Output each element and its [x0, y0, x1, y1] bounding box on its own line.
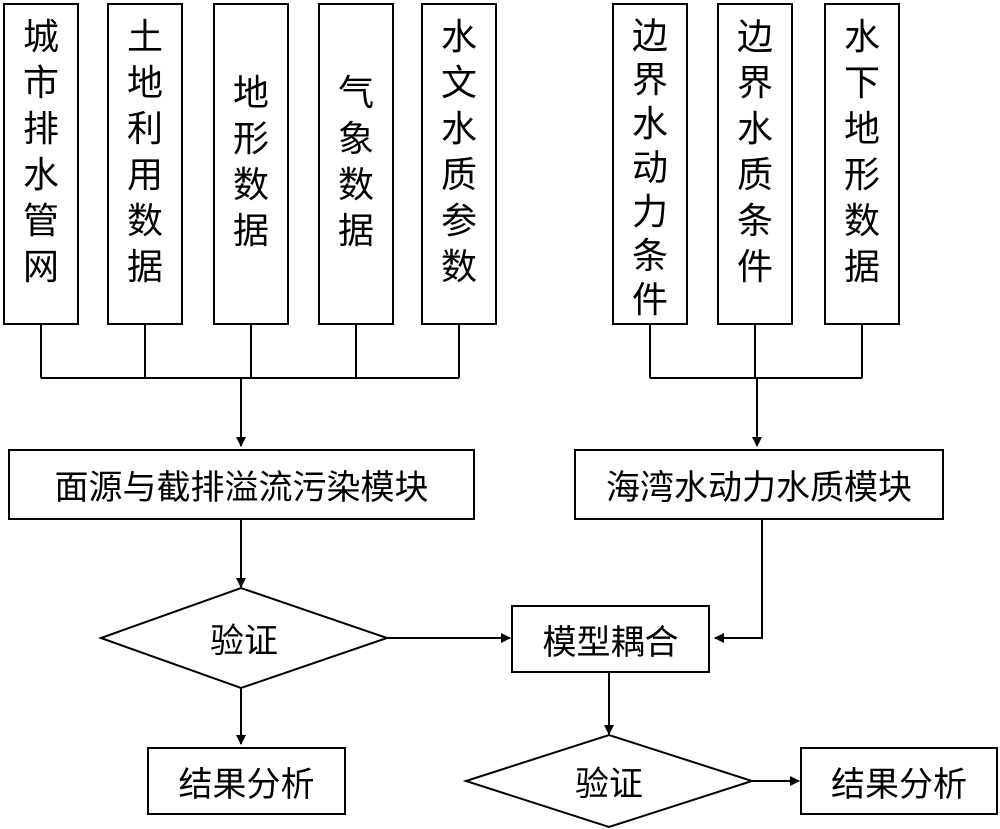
- model-coupling-label: 模型耦合: [542, 622, 679, 663]
- left-validate-diamond: [98, 586, 391, 690]
- input-terrain: 地形数据: [213, 3, 289, 325]
- model-coupling: 模型耦合: [511, 605, 710, 673]
- input-hydro-quality-params: 水文水质参数: [421, 3, 497, 325]
- input-land-use: 土地利用数据: [107, 3, 183, 325]
- input-label: 土地利用数据: [126, 17, 163, 288]
- input-boundary-hydrodynamics: 边界水动力条件: [612, 3, 688, 325]
- left-result-analysis: 结果分析: [147, 747, 346, 815]
- left-validate-label: 验证: [210, 621, 278, 662]
- input-label: 边界水质条件: [736, 17, 773, 288]
- input-boundary-water-quality: 边界水质条件: [717, 3, 793, 325]
- bay-module: 海湾水动力水质模块: [574, 449, 944, 520]
- input-label: 水下地形数据: [843, 17, 880, 288]
- right-result-analysis: 结果分析: [800, 747, 998, 815]
- bay-module-label: 海湾水动力水质模块: [606, 468, 912, 508]
- input-label: 地形数据: [232, 73, 269, 252]
- input-underwater-terrain: 水下地形数据: [824, 3, 900, 325]
- input-label: 水文水质参数: [440, 17, 477, 288]
- right-validate-label: 验证: [575, 764, 643, 805]
- input-label: 城市排水管网: [22, 17, 59, 288]
- input-meteorology: 气象数据: [318, 3, 394, 325]
- left-result-label: 结果分析: [178, 764, 315, 805]
- right-result-label: 结果分析: [831, 764, 967, 805]
- input-drainage-network: 城市排水管网: [3, 3, 79, 325]
- input-label: 气象数据: [337, 73, 374, 252]
- input-label: 边界水动力条件: [631, 16, 668, 321]
- pollution-module: 面源与截排溢流污染模块: [8, 449, 475, 520]
- right-validate-diamond: [462, 733, 756, 829]
- pollution-module-label: 面源与截排溢流污染模块: [54, 468, 429, 508]
